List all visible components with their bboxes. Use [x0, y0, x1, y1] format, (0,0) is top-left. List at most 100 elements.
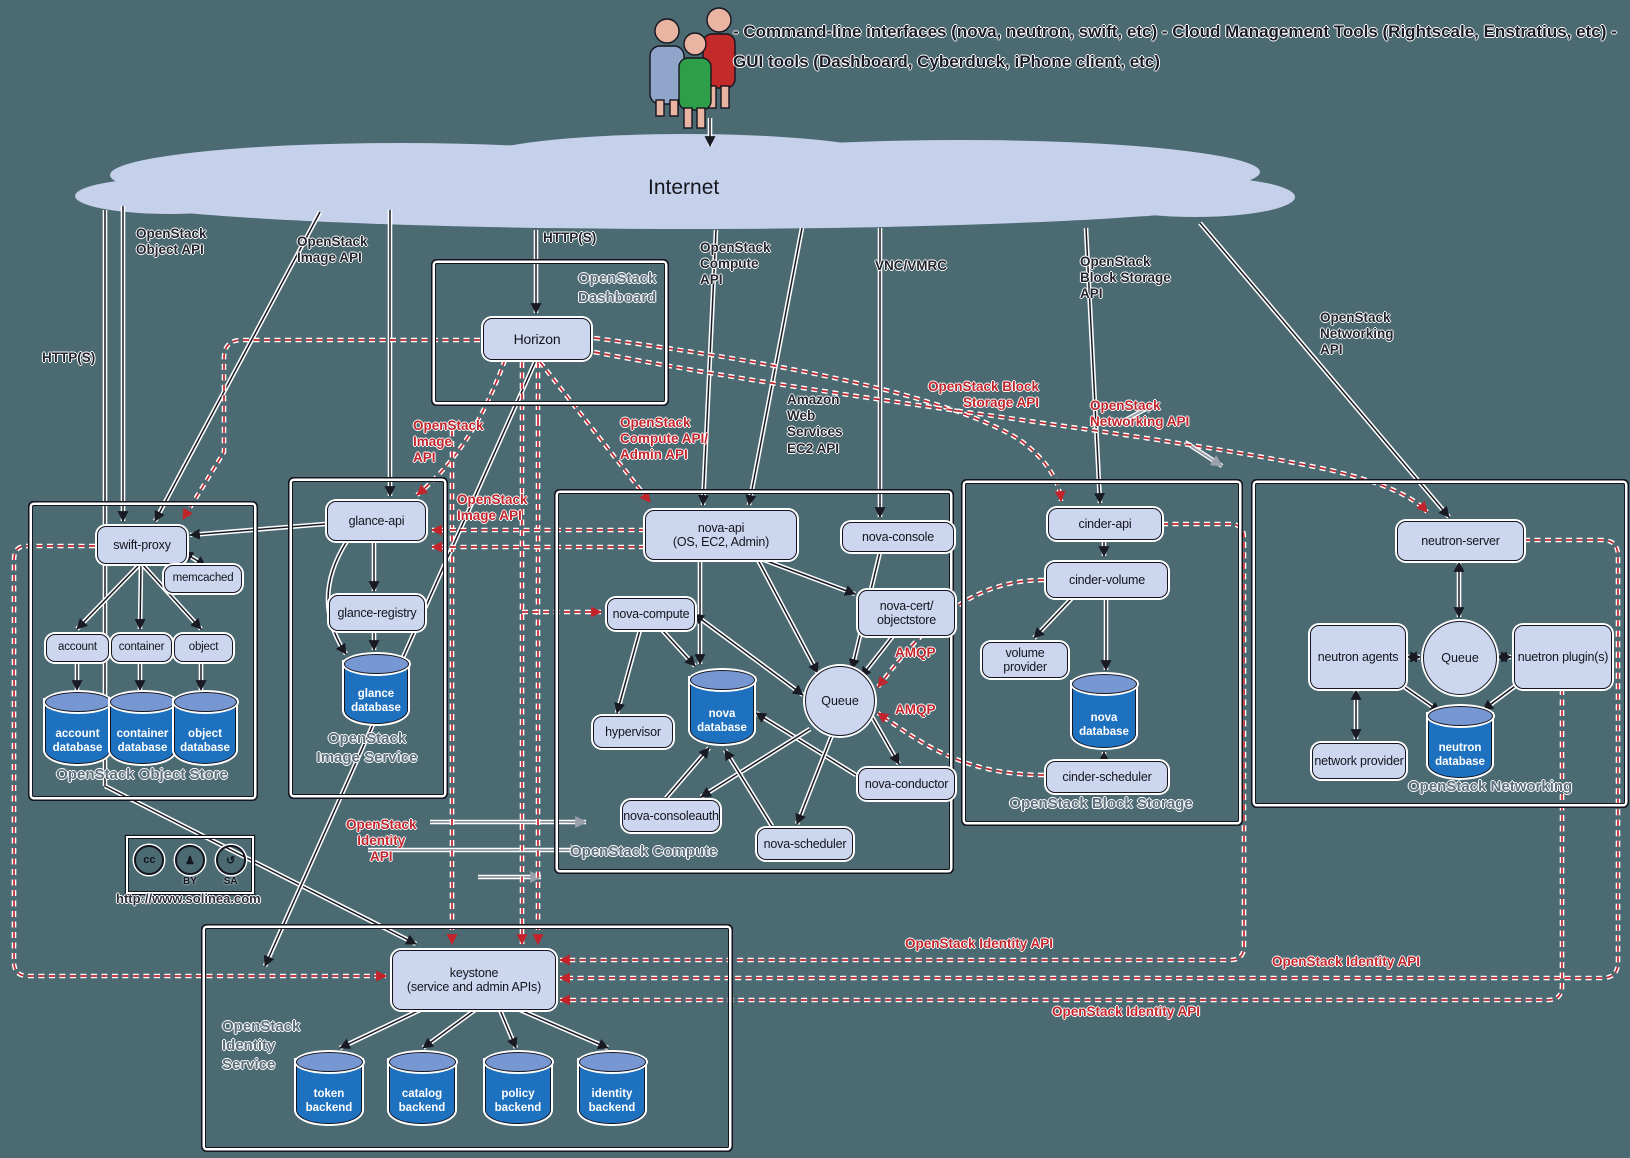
object-database-label: object database	[180, 728, 230, 755]
swift-proxy-node[interactable]: swift-proxy	[97, 526, 187, 564]
image-api-label: OpenStack Image API	[297, 234, 368, 266]
object-database-cylinder: object database	[173, 692, 237, 764]
red-image-api-label: OpenStack Image API	[413, 418, 484, 466]
nova-conductor-node[interactable]: nova-conductor	[858, 768, 955, 800]
internet-label: Internet	[648, 176, 720, 199]
black-lines	[71, 118, 1520, 1051]
dashboard-section	[435, 263, 665, 402]
object-node[interactable]: object	[174, 634, 233, 662]
glance-registry-node[interactable]: glance-registry	[329, 595, 425, 631]
http-center-label: HTTP(S)	[543, 230, 597, 245]
cinder-api-node[interactable]: cinder-api	[1048, 508, 1162, 540]
catalog-backend-cylinder: catalog backend	[388, 1052, 456, 1124]
object-store-section	[32, 505, 254, 797]
red-identity-api-3-label: OpenStack Identity API	[1052, 1004, 1201, 1019]
identity-backend-cylinder: identity backend	[578, 1052, 646, 1124]
block-storage-section-title: OpenStack Block Storage	[1009, 795, 1193, 812]
identity-section-title: OpenStack Identity Service	[222, 1018, 301, 1073]
neutron-server-node[interactable]: neutron-server	[1397, 521, 1524, 561]
nova-database-cylinder: nova database	[689, 670, 755, 744]
account-node[interactable]: account	[46, 634, 109, 662]
solinea-url[interactable]: http://www.solinea.com	[116, 891, 261, 906]
cinder-scheduler-node[interactable]: cinder-scheduler	[1046, 761, 1168, 793]
nova-cert-objectstore-node[interactable]: nova-cert/ objectstore	[858, 590, 955, 636]
red-dashed-lines	[11, 335, 1621, 1006]
image-service-section	[292, 481, 444, 795]
amqp-label-1: AMQP	[895, 645, 936, 660]
user-tools-caption: - Command-line interfaces (nova, neutron…	[733, 22, 1617, 71]
nova-compute-node[interactable]: nova-compute	[607, 598, 695, 630]
container-database-label: container database	[116, 728, 169, 755]
block-storage-api-label: OpenStack Block Storage API	[1080, 254, 1171, 302]
cc-license-box: cc ♟BY ↺SA	[128, 838, 252, 892]
dashboard-section-title: OpenStack Dashboard	[578, 270, 657, 306]
identity-backend-label: identity backend	[588, 1088, 636, 1115]
compute-queue-node[interactable]: Queue	[805, 666, 875, 736]
keystone-node[interactable]: keystone (service and admin APIs)	[392, 950, 556, 1010]
red-block-storage-api-label: OpenStack Block Storage API	[928, 379, 1040, 411]
red-identity-api-2-label: OpenStack Identity API	[1272, 954, 1421, 969]
networking-api-label: OpenStack Networking API	[1320, 310, 1394, 358]
internet-cloud	[75, 134, 1295, 229]
aws-ec2-api-label: Amazon Web Services EC2 API	[787, 392, 843, 456]
sa-label: SA	[223, 876, 238, 887]
cinder-volume-node[interactable]: cinder-volume	[1046, 562, 1168, 598]
neutron-plugins-node[interactable]: nuetron plugin(s)	[1514, 625, 1612, 689]
red-identity-api-left-label: OpenStack Identity API	[346, 817, 417, 865]
amqp-label-2: AMQP	[895, 702, 936, 717]
nova-database-label: nova database	[697, 708, 747, 735]
cc-icon: cc	[134, 845, 165, 875]
policy-backend-cylinder: policy backend	[484, 1052, 552, 1124]
image-service-section-title: OpenStack Image Service	[316, 730, 418, 766]
hypervisor-node[interactable]: hypervisor	[593, 716, 673, 748]
token-backend-label: token backend	[305, 1088, 353, 1115]
object-api-label: OpenStack Object API	[136, 226, 207, 258]
vnc-vmrc-label: VNC/VMRC	[875, 258, 948, 273]
block-storage-nova-database-label: nova database	[1079, 712, 1129, 739]
by-icon: ♟BY	[174, 845, 205, 887]
catalog-backend-label: catalog backend	[398, 1088, 446, 1115]
container-node[interactable]: container	[111, 634, 172, 662]
token-backend-cylinder: token backend	[295, 1052, 363, 1124]
cc-circle-icon: cc	[134, 845, 165, 875]
compute-api-label: OpenStack Compute API	[700, 240, 771, 288]
red-compute-admin-api-label: OpenStack Compute API/ Admin API	[620, 415, 709, 463]
volume-provider-node[interactable]: volume provider	[982, 642, 1068, 678]
gray-lines	[368, 401, 1224, 883]
users-icon	[649, 7, 736, 129]
glance-api-node[interactable]: glance-api	[327, 501, 426, 541]
policy-backend-label: policy backend	[494, 1088, 542, 1115]
person-icon: ♟	[174, 845, 205, 875]
account-database-cylinder: account database	[44, 692, 111, 764]
nova-scheduler-node[interactable]: nova-scheduler	[757, 828, 853, 860]
glance-database-cylinder: glance database	[343, 654, 409, 724]
red-identity-api-1-label: OpenStack Identity API	[905, 936, 1054, 951]
by-label: BY	[183, 876, 197, 887]
red-networking-api-label: OpenStack Networking API	[1090, 398, 1190, 430]
networking-section	[1255, 483, 1625, 804]
nova-consoleauth-node[interactable]: nova-consoleauth	[622, 800, 720, 832]
neutron-database-label: neutron database	[1435, 742, 1485, 769]
red-image-api-2-label: OpenStack Image API	[457, 492, 528, 524]
nova-console-node[interactable]: nova-console	[842, 522, 954, 552]
share-alike-icon: ↺	[215, 845, 246, 875]
memcached-node[interactable]: memcached	[164, 565, 242, 593]
block-storage-nova-database-cylinder: nova database	[1071, 674, 1137, 748]
glance-database-label: glance database	[351, 688, 401, 715]
http-left-label: HTTP(S)	[42, 350, 96, 365]
networking-section-title: OpenStack Networking	[1408, 778, 1573, 795]
object-store-section-title: OpenStack Object Store	[56, 766, 228, 783]
nova-api-node[interactable]: nova-api (OS, EC2, Admin)	[645, 510, 797, 560]
account-database-label: account database	[52, 728, 103, 755]
networking-queue-node[interactable]: Queue	[1423, 621, 1497, 695]
block-storage-section	[965, 483, 1239, 822]
network-provider-node[interactable]: network provider	[1312, 743, 1406, 779]
horizon-node[interactable]: Horizon	[483, 318, 591, 360]
neutron-agents-node[interactable]: neutron agents	[1310, 625, 1406, 689]
compute-section-title: OpenStack Compute	[570, 843, 718, 860]
sa-icon: ↺SA	[215, 845, 246, 887]
neutron-database-cylinder: neutron database	[1427, 706, 1493, 778]
compute-section	[558, 493, 950, 870]
